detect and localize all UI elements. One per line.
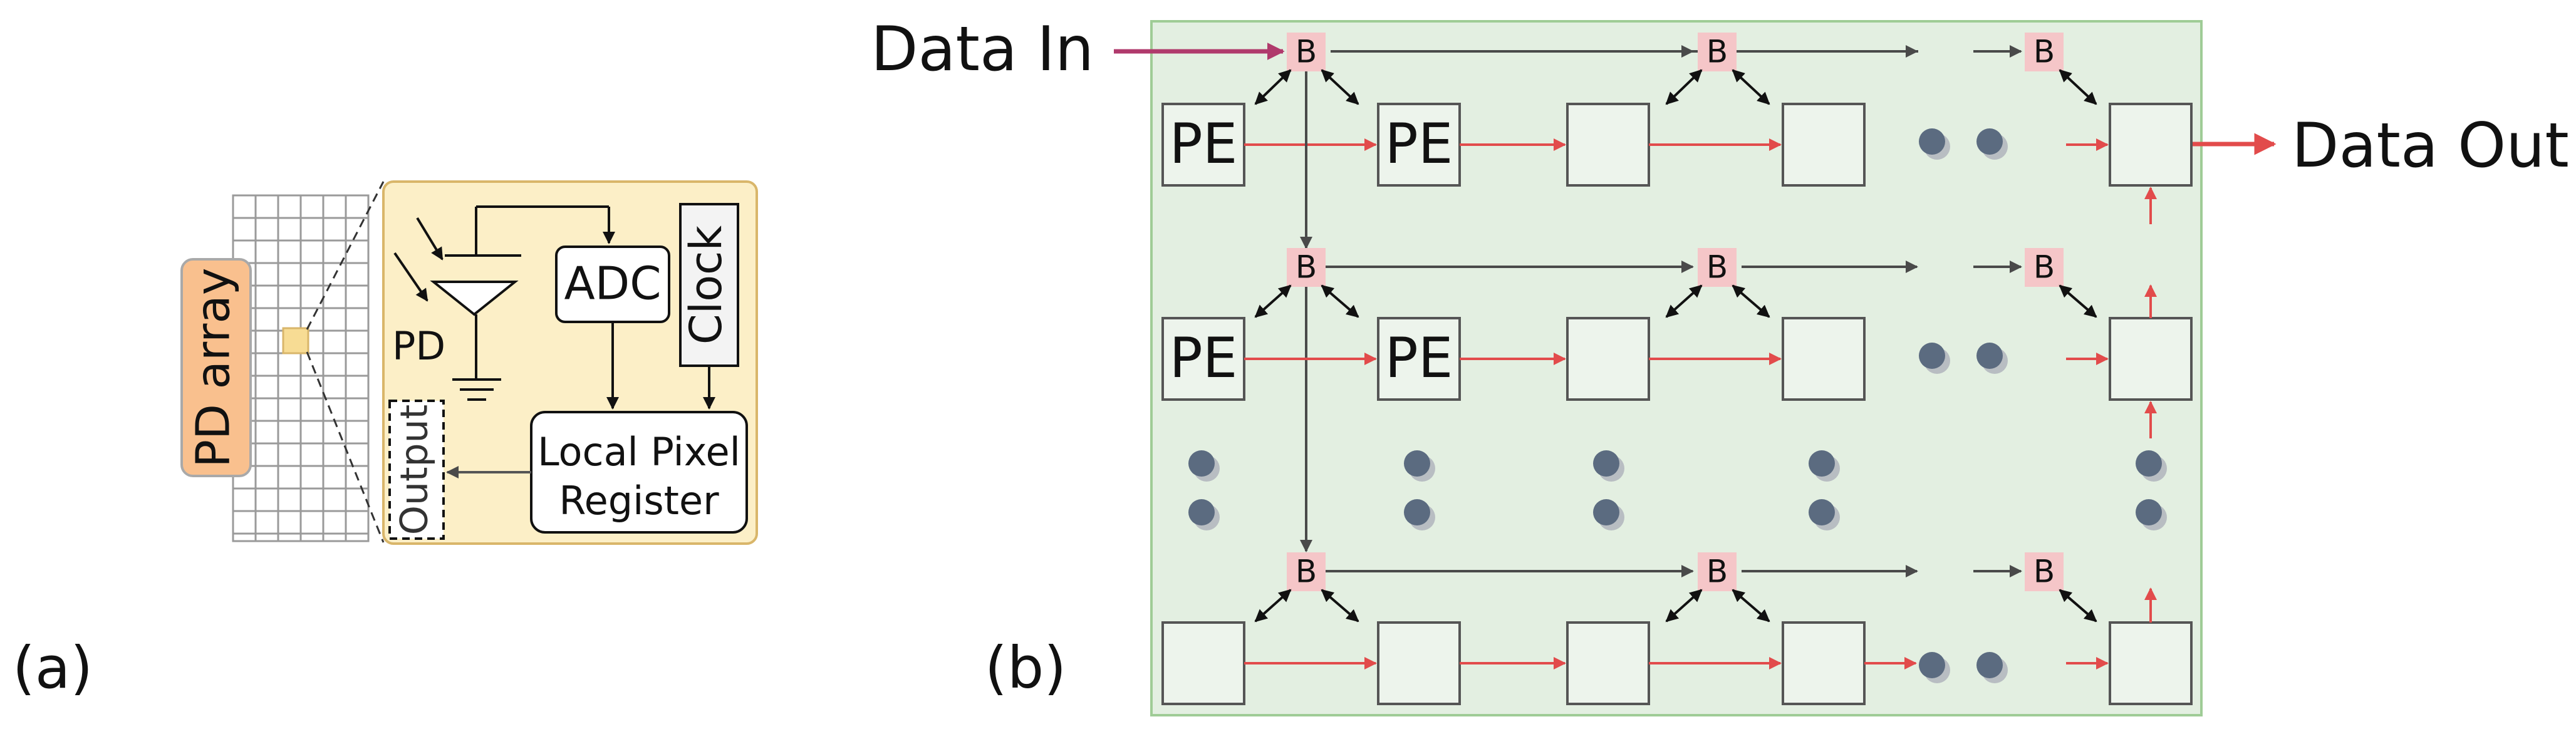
pd-label: PD	[392, 323, 445, 369]
pe-r3-c3	[1566, 621, 1650, 705]
vertical-ellipsis-dots	[1188, 450, 2167, 530]
buffer-r3-c2: B	[1698, 552, 1737, 591]
svg-text:B: B	[1706, 249, 1728, 286]
svg-text:B: B	[1296, 249, 1317, 286]
pe-r1-c5	[2109, 103, 2193, 187]
buffer-r2-c3: B	[2025, 248, 2064, 287]
pe-r1-c1: PE	[1161, 103, 1245, 187]
clock-label: Clock	[680, 225, 732, 344]
ellipsis-dots-r1	[1919, 128, 2008, 160]
output-label: Output	[393, 405, 437, 535]
buffer-r1-c2: B	[1698, 33, 1737, 71]
buffer-r2-c2: B	[1698, 248, 1737, 287]
data-out-label: Data Out	[2292, 110, 2569, 182]
adc-label: ADC	[564, 257, 662, 310]
svg-text:PE: PE	[1385, 111, 1453, 176]
pd-array-label: PD array	[187, 267, 241, 467]
ellipsis-dots-r2	[1919, 343, 2008, 374]
svg-text:B: B	[1296, 34, 1317, 70]
panel-b: Data In Data Out B B B PE PE	[871, 14, 2569, 716]
ellipsis-dots-r3	[1919, 652, 2008, 683]
highlighted-pixel	[282, 327, 309, 354]
pe-r3-c5	[2109, 621, 2193, 705]
svg-text:PE: PE	[1385, 326, 1453, 390]
pe-r2-c1: PE	[1161, 317, 1245, 401]
clock-box	[679, 203, 739, 367]
svg-text:B: B	[2033, 554, 2055, 590]
pe-r2-c5	[2109, 317, 2193, 401]
svg-text:B: B	[1296, 554, 1317, 590]
pe-r1-c3	[1566, 103, 1650, 187]
svg-text:PE: PE	[1170, 326, 1238, 390]
panel-a-label: (a)	[13, 634, 93, 701]
output-box	[388, 400, 445, 540]
row-1: B B B PE PE	[1161, 33, 2193, 187]
photodiode-icon	[393, 205, 615, 401]
svg-text:B: B	[1706, 554, 1728, 590]
buffer-r3-c3: B	[2025, 552, 2064, 591]
pe-r2-c4	[1782, 317, 1866, 401]
panel-a: PD array PD ADC Clock	[13, 180, 758, 701]
pd-array-grid	[232, 194, 370, 542]
panel-b-label: (b)	[985, 634, 1066, 701]
register-label-line1: Local Pixel	[538, 429, 740, 475]
data-in-label: Data In	[871, 14, 1094, 85]
register-label-line2: Register	[559, 478, 719, 524]
pe-r2-c3	[1566, 317, 1650, 401]
svg-text:B: B	[2033, 249, 2055, 286]
pe-r1-c4	[1782, 103, 1866, 187]
buffer-r1-c3: B	[2025, 33, 2064, 71]
svg-text:B: B	[2033, 34, 2055, 70]
buffer-r1-c1: B	[1287, 33, 1326, 71]
pe-r2-c2: PE	[1377, 317, 1461, 401]
pe-r3-c4	[1782, 621, 1866, 705]
row-2: B B B PE PE	[1161, 187, 2193, 401]
zoom-line-bottom	[306, 351, 385, 543]
row-3: B B B	[1161, 401, 2193, 705]
svg-text:B: B	[1706, 34, 1728, 70]
buffer-r3-c1: B	[1287, 552, 1326, 591]
pe-r1-c2: PE	[1377, 103, 1461, 187]
svg-text:PE: PE	[1170, 111, 1238, 176]
pe-r3-c2	[1377, 621, 1461, 705]
pd-array-box	[180, 258, 252, 477]
pe-r3-c1	[1161, 621, 1245, 705]
buffer-r2-c1: B	[1287, 248, 1326, 287]
